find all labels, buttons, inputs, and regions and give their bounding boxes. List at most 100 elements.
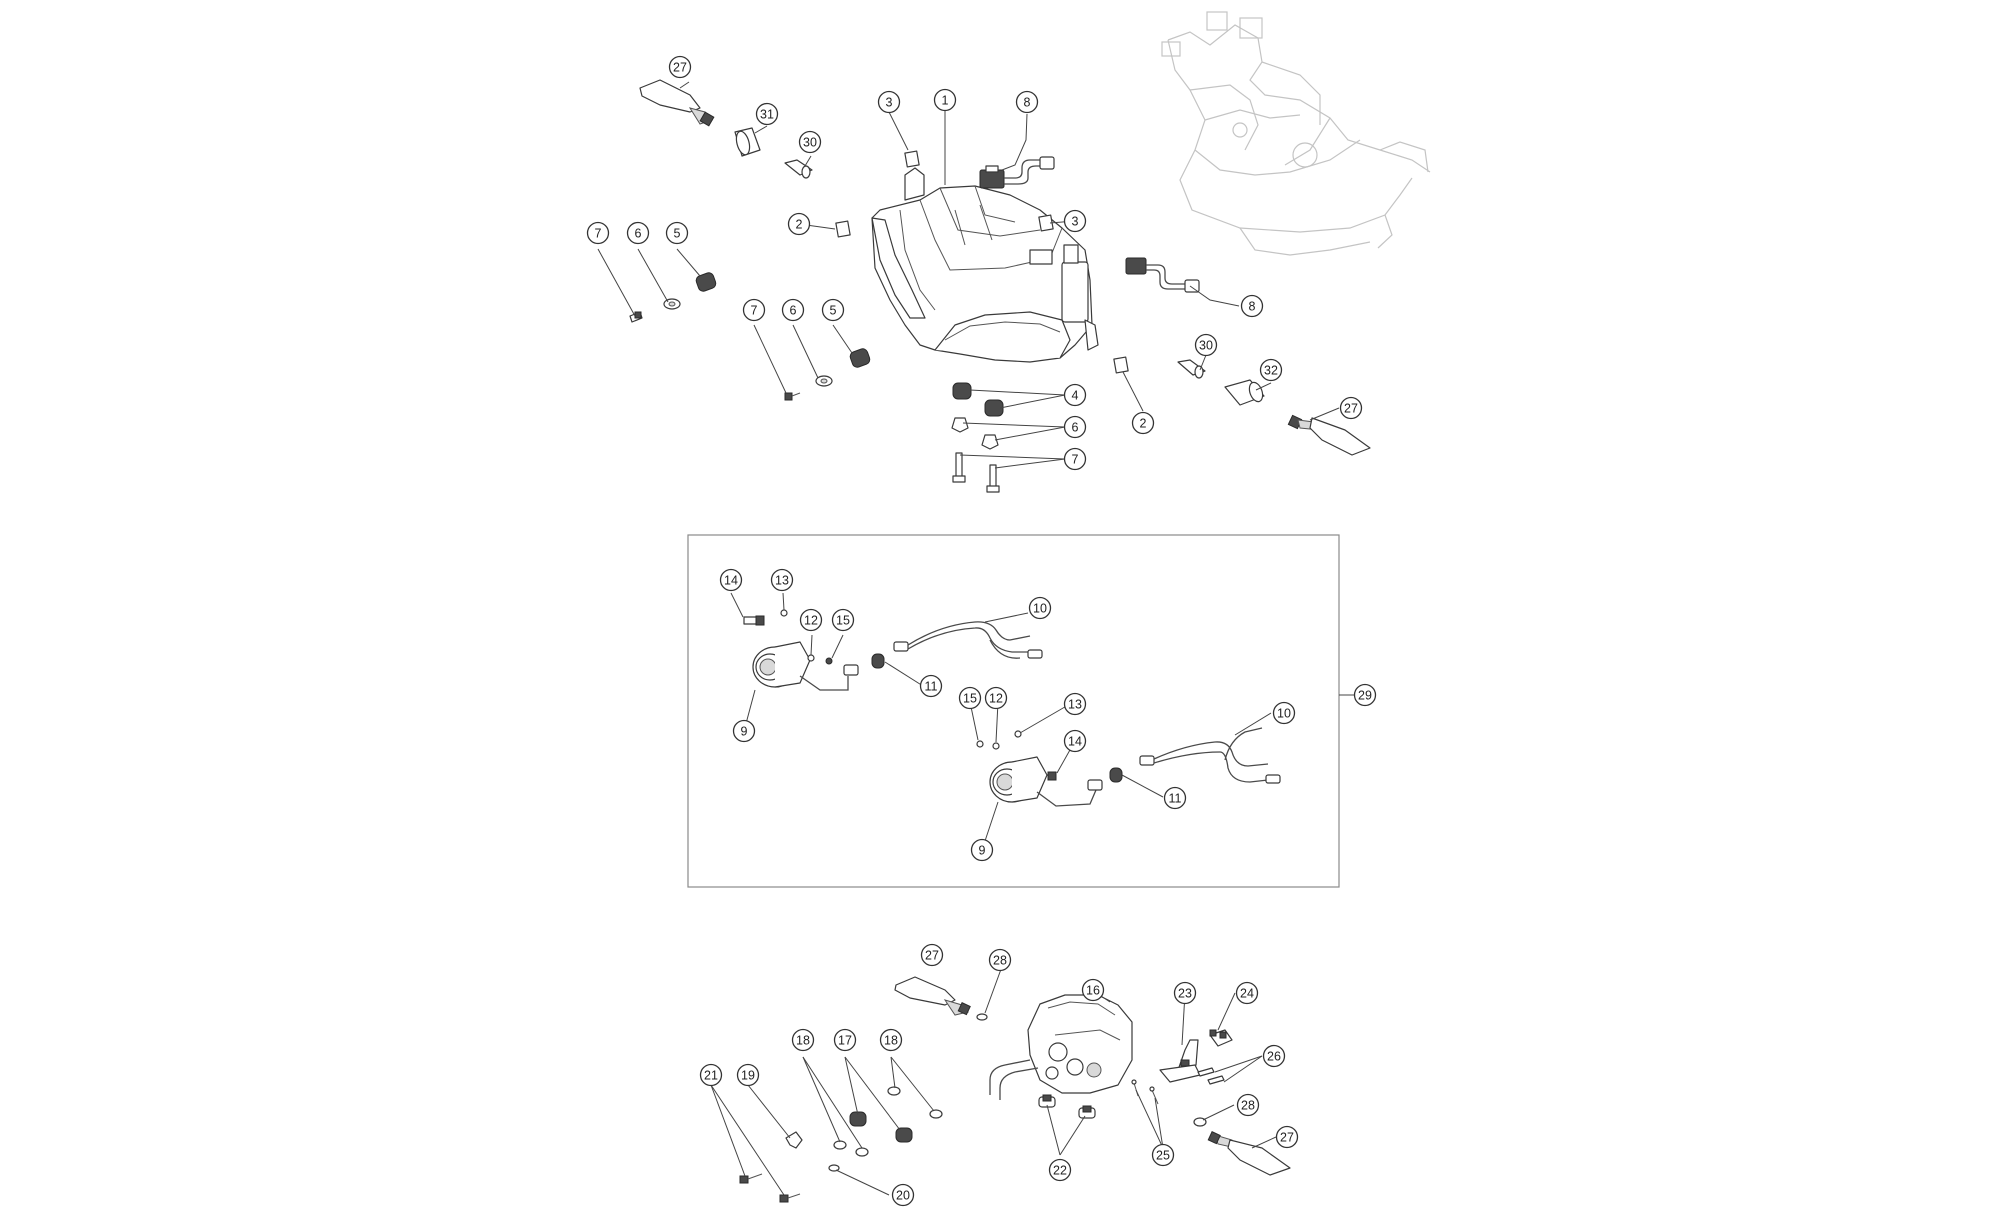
- indicator-adapter-top: [734, 127, 813, 179]
- callout-number: 10: [1033, 602, 1047, 616]
- callout-circle: [1240, 294, 1264, 318]
- callout-circle: [586, 221, 610, 245]
- callout-circle: [958, 686, 982, 710]
- callout-number: 9: [979, 844, 986, 858]
- callout-circle: [833, 1028, 857, 1052]
- callout-30: 30: [1194, 333, 1218, 357]
- callout-circle: [665, 221, 689, 245]
- callout-31: 31: [755, 102, 779, 126]
- callout-circle: [798, 130, 822, 154]
- callout-6: 6: [781, 298, 805, 322]
- callout-circle: [1173, 981, 1197, 1005]
- callout-7: 7: [1063, 447, 1087, 471]
- callout-12: 12: [799, 608, 823, 632]
- callout-number: 7: [751, 304, 758, 318]
- callout-18: 18: [791, 1028, 815, 1052]
- callout-circle: [877, 90, 901, 114]
- callout-circle: [1028, 596, 1052, 620]
- callout-10: 10: [1272, 701, 1296, 725]
- callout-27: 27: [1339, 396, 1363, 420]
- grommets-and-washers-left: [739, 1086, 943, 1203]
- callout-number: 8: [1024, 96, 1031, 110]
- callout-number: 5: [830, 304, 837, 318]
- license-plate-light-bracket: [1159, 1029, 1233, 1083]
- callout-14: 14: [1063, 729, 1087, 753]
- callout-circle: [1015, 90, 1039, 114]
- callout-16: 16: [1081, 978, 1105, 1002]
- callout-27: 27: [668, 55, 692, 79]
- callout-circle: [770, 568, 794, 592]
- callout-number: 15: [963, 692, 977, 706]
- callout-number: 30: [1199, 339, 1213, 353]
- callout-1: 1: [933, 88, 957, 112]
- turn-indicator-bottom-left: [894, 976, 988, 1021]
- callout-6: 6: [1063, 415, 1087, 439]
- callout-number: 16: [1086, 984, 1100, 998]
- callout-7: 7: [742, 298, 766, 322]
- callout-8: 8: [1015, 90, 1039, 114]
- bracket-clips-top: [835, 150, 1129, 374]
- callout-11: 11: [1163, 786, 1187, 810]
- callout-number: 6: [635, 227, 642, 241]
- callout-circle: [891, 1183, 915, 1207]
- callout-13: 13: [1063, 692, 1087, 716]
- callout-number: 3: [1072, 215, 1079, 229]
- callout-number: 28: [993, 954, 1007, 968]
- callout-18: 18: [879, 1028, 903, 1052]
- rear-pins-25: [1131, 1079, 1159, 1105]
- callout-3: 3: [1063, 209, 1087, 233]
- callout-circle: [920, 943, 944, 967]
- callout-circle: [821, 298, 845, 322]
- callout-circle: [831, 608, 855, 632]
- callout-circle: [1236, 1093, 1260, 1117]
- mounting-hardware-center: [951, 382, 1004, 493]
- callout-27: 27: [920, 943, 944, 967]
- callout-7: 7: [586, 221, 610, 245]
- callout-number: 27: [673, 61, 687, 75]
- callout-29: 29: [1353, 683, 1377, 707]
- callout-number: 28: [1241, 1099, 1255, 1113]
- callout-circle: [988, 948, 1012, 972]
- callout-number: 29: [1358, 689, 1372, 703]
- callout-circle: [1272, 701, 1296, 725]
- callout-number: 27: [925, 949, 939, 963]
- rear-screws-26: [1197, 1067, 1225, 1085]
- callout-27: 27: [1275, 1125, 1299, 1149]
- callout-4: 4: [1063, 383, 1087, 407]
- callout-circle: [742, 298, 766, 322]
- callout-number: 5: [674, 227, 681, 241]
- callout-number: 7: [1072, 453, 1079, 467]
- callout-number: 11: [925, 680, 938, 694]
- callout-28: 28: [988, 948, 1012, 972]
- callout-number: 26: [1267, 1050, 1281, 1064]
- callout-9: 9: [732, 719, 756, 743]
- callout-15: 15: [831, 608, 855, 632]
- callout-circle: [1339, 396, 1363, 420]
- callout-circle: [1194, 333, 1218, 357]
- callout-number: 7: [595, 227, 602, 241]
- callout-circle: [1163, 786, 1187, 810]
- callout-circle: [755, 102, 779, 126]
- callout-number: 9: [741, 725, 748, 739]
- grommets-bottom-22: [1038, 1094, 1096, 1119]
- callout-17: 17: [833, 1028, 857, 1052]
- callout-number: 25: [1156, 1149, 1170, 1163]
- callout-5: 5: [821, 298, 845, 322]
- callout-circle: [1063, 729, 1087, 753]
- callout-number: 18: [796, 1034, 810, 1048]
- indicator-adapter-right: [1177, 359, 1265, 406]
- callout-11: 11: [919, 674, 943, 698]
- callout-circle: [919, 674, 943, 698]
- callout-number: 12: [989, 692, 1003, 706]
- callout-number: 4: [1072, 389, 1079, 403]
- callout-circle: [984, 686, 1008, 710]
- callout-circle: [1063, 415, 1087, 439]
- auxiliary-harness-right: [1109, 727, 1281, 784]
- callout-23: 23: [1173, 981, 1197, 1005]
- callout-15: 15: [958, 686, 982, 710]
- callout-circle: [787, 212, 811, 236]
- callout-circle: [719, 568, 743, 592]
- callout-circle: [1353, 683, 1377, 707]
- callout-number: 13: [1068, 698, 1082, 712]
- callout-circle: [1048, 1158, 1072, 1182]
